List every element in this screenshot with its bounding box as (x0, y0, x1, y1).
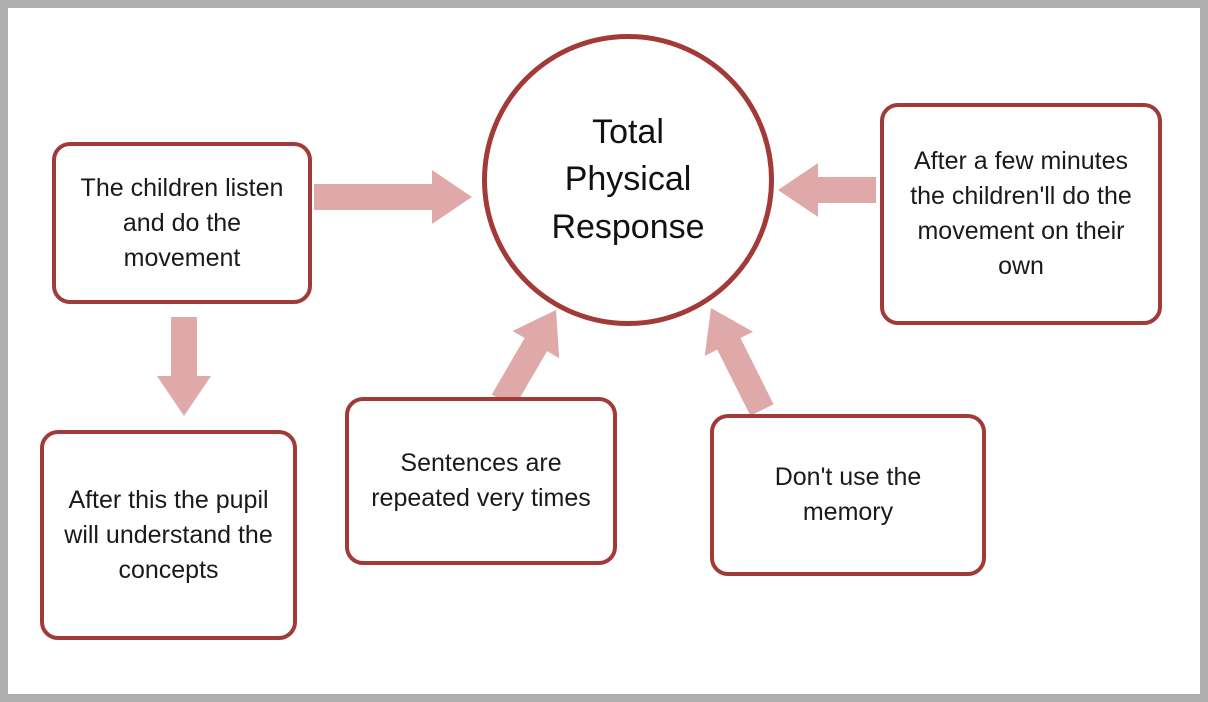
center-node-total-physical-response: Total Physical Response (482, 34, 774, 326)
node-pupil-understand-label: After this the pupil will understand the… (64, 485, 273, 584)
node-dont-use-memory-label: Don't use the memory (774, 463, 922, 526)
node-movement-own-label: After a few minutes the children'll do t… (910, 147, 1132, 280)
node-children-listen: The children listen and do the movement (52, 142, 312, 304)
node-sentences-repeated: Sentences are repeated very times (345, 397, 617, 565)
center-title-line-1: Total (592, 112, 664, 151)
node-sentences-repeated-label: Sentences are repeated very times (371, 449, 591, 512)
node-movement-own: After a few minutes the children'll do t… (880, 103, 1162, 325)
center-title-line-3: Response (551, 207, 705, 246)
center-title-line-2: Physical (564, 160, 692, 199)
node-dont-use-memory: Don't use the memory (710, 414, 986, 576)
node-children-listen-label: The children listen and do the movement (80, 173, 284, 272)
node-pupil-understand: After this the pupil will understand the… (40, 430, 297, 640)
